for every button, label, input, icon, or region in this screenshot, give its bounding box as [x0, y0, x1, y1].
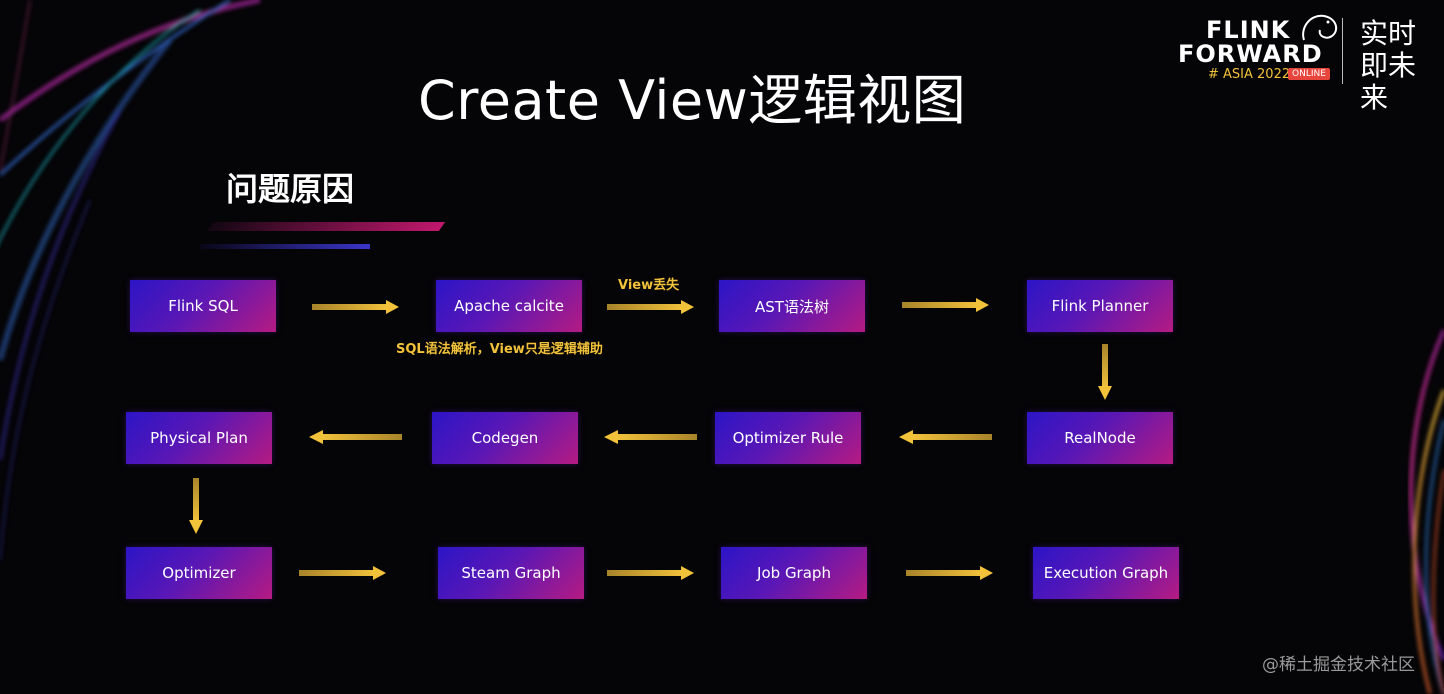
- arrow-right: [906, 566, 993, 580]
- logo-online-badge: ONLINE: [1288, 68, 1330, 80]
- arrow-right: [607, 300, 694, 314]
- arrow-right: [299, 566, 386, 580]
- arrow-right: [607, 566, 694, 580]
- sql-parse-label: SQL语法解析，View只是逻辑辅助: [396, 342, 603, 357]
- view-lost-label: View丢失: [618, 278, 680, 293]
- node-optimizer-rule: Optimizer Rule: [715, 412, 861, 464]
- logo-divider: [1342, 18, 1343, 84]
- node-flink-sql: Flink SQL: [130, 280, 276, 332]
- node-physical-plan: Physical Plan: [126, 412, 272, 464]
- node-realnode: RealNode: [1027, 412, 1173, 464]
- page-title: Create View逻辑视图: [418, 69, 967, 132]
- node-execution-graph: Execution Graph: [1033, 547, 1179, 599]
- node-steam-graph: Steam Graph: [438, 547, 584, 599]
- node-optimizer: Optimizer: [126, 547, 272, 599]
- section-heading: 问题原因: [226, 170, 355, 208]
- arrow-left: [899, 430, 992, 444]
- logo-line3: # ASIA 2022: [1208, 67, 1291, 82]
- arrow-down: [1098, 344, 1112, 400]
- watermark: @稀土掘金技术社区: [1262, 655, 1415, 675]
- arrow-left: [604, 430, 697, 444]
- node-flink-planner: Flink Planner: [1027, 280, 1173, 332]
- node-ast: AST语法树: [719, 280, 865, 332]
- squirrel-icon: [1302, 14, 1338, 41]
- arrow-right: [312, 300, 399, 314]
- node-job-graph: Job Graph: [721, 547, 867, 599]
- arrow-down: [189, 478, 203, 534]
- arrow-left: [309, 430, 402, 444]
- flink-forward-logo: FLINK FORWARD # ASIA 2022 ONLINE 实时即未来: [1178, 10, 1436, 114]
- logo-chinese-slogan: 实时即未来: [1360, 17, 1417, 114]
- heading-underline-secondary: [200, 244, 370, 249]
- logo-line1: FLINK: [1206, 16, 1291, 44]
- arrow-right: [902, 298, 989, 312]
- node-codegen: Codegen: [432, 412, 578, 464]
- logo-line2: FORWARD: [1178, 40, 1323, 68]
- node-apache-calcite: Apache calcite: [436, 280, 582, 332]
